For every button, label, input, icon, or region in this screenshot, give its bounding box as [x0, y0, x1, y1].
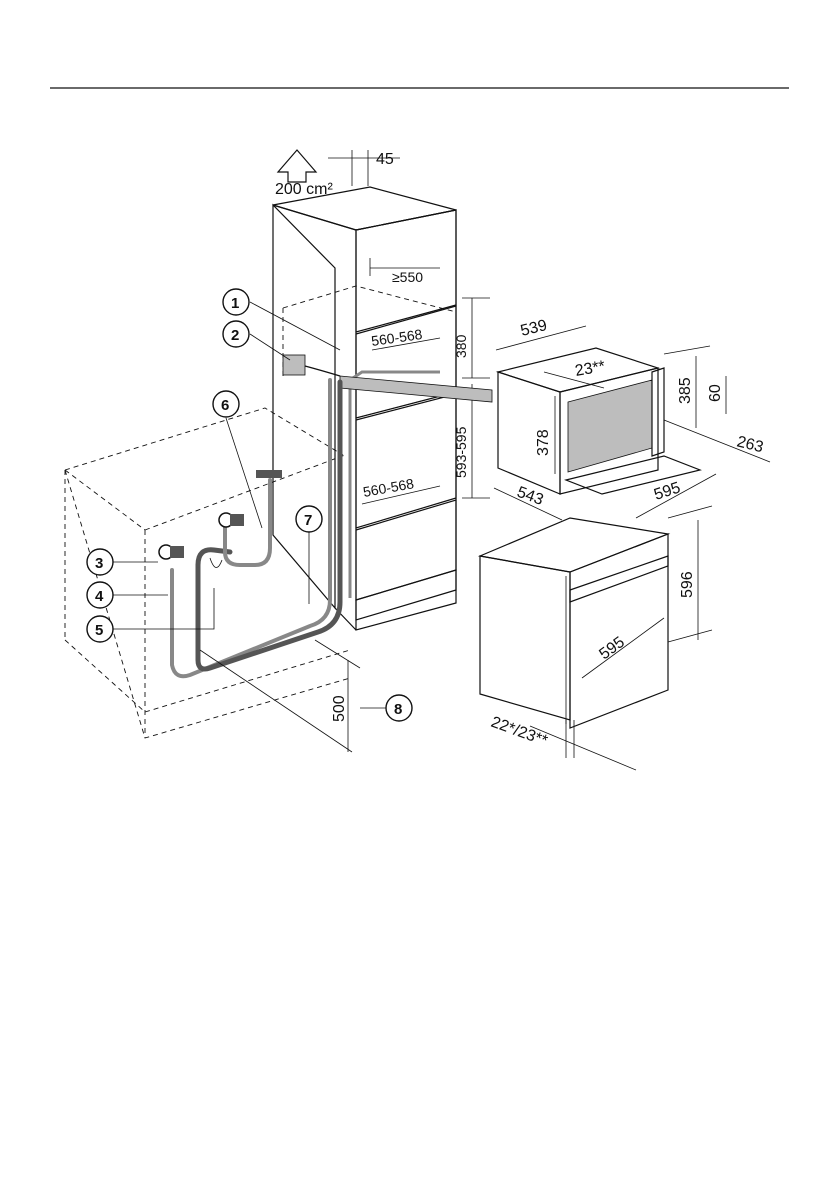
oven-height-label: 596: [679, 571, 696, 598]
front-thickness-dimension: [530, 720, 636, 770]
front-thickness-label: 22*/23**: [489, 714, 550, 750]
niche-width-top-label: 560-568: [370, 326, 423, 349]
niche-outline: [283, 286, 456, 378]
vent-arrow-icon: [278, 150, 316, 182]
drawer-inner-depth-label: 23**: [574, 358, 607, 380]
niche-height-top-label: 380: [453, 334, 469, 358]
callout-2-number: 2: [231, 327, 239, 344]
callout-8-number: 8: [394, 701, 402, 718]
floor-height-label: 500: [331, 695, 348, 722]
drawer-depth-label: 543: [515, 484, 546, 509]
callout-7-number: 7: [304, 512, 312, 529]
oven-width-label: 595: [596, 634, 628, 664]
tall-cabinet: [273, 187, 456, 630]
oven: [480, 518, 668, 728]
drawer-width-label: 539: [519, 317, 549, 340]
niche-width-lower-label: 560-568: [362, 475, 416, 500]
gap-top-label: 45: [376, 151, 394, 168]
callout-1-number: 1: [231, 295, 239, 312]
drawer-inner-height-label: 378: [535, 429, 552, 456]
callout-5-number: 5: [95, 622, 103, 639]
callout-4: 4: [87, 582, 168, 608]
callout-7: 7: [296, 506, 322, 604]
callout-6-number: 6: [221, 397, 229, 414]
connection-strip: [340, 376, 492, 402]
depth-min-label: ≥550: [392, 269, 423, 285]
callout-3: 3: [87, 549, 158, 575]
niche-height-lower-label: 593-595: [453, 426, 469, 478]
callout-2: 2: [223, 321, 290, 360]
callout-4-number: 4: [95, 588, 104, 605]
callout-8: 8: [360, 695, 412, 721]
drawer-height-label: 385: [677, 377, 694, 404]
drawer-front-width-label: 595: [652, 479, 683, 503]
drawer-side-label: 263: [735, 433, 765, 456]
drawer-offset-label: 60: [707, 384, 724, 402]
callout-3-number: 3: [95, 555, 103, 572]
